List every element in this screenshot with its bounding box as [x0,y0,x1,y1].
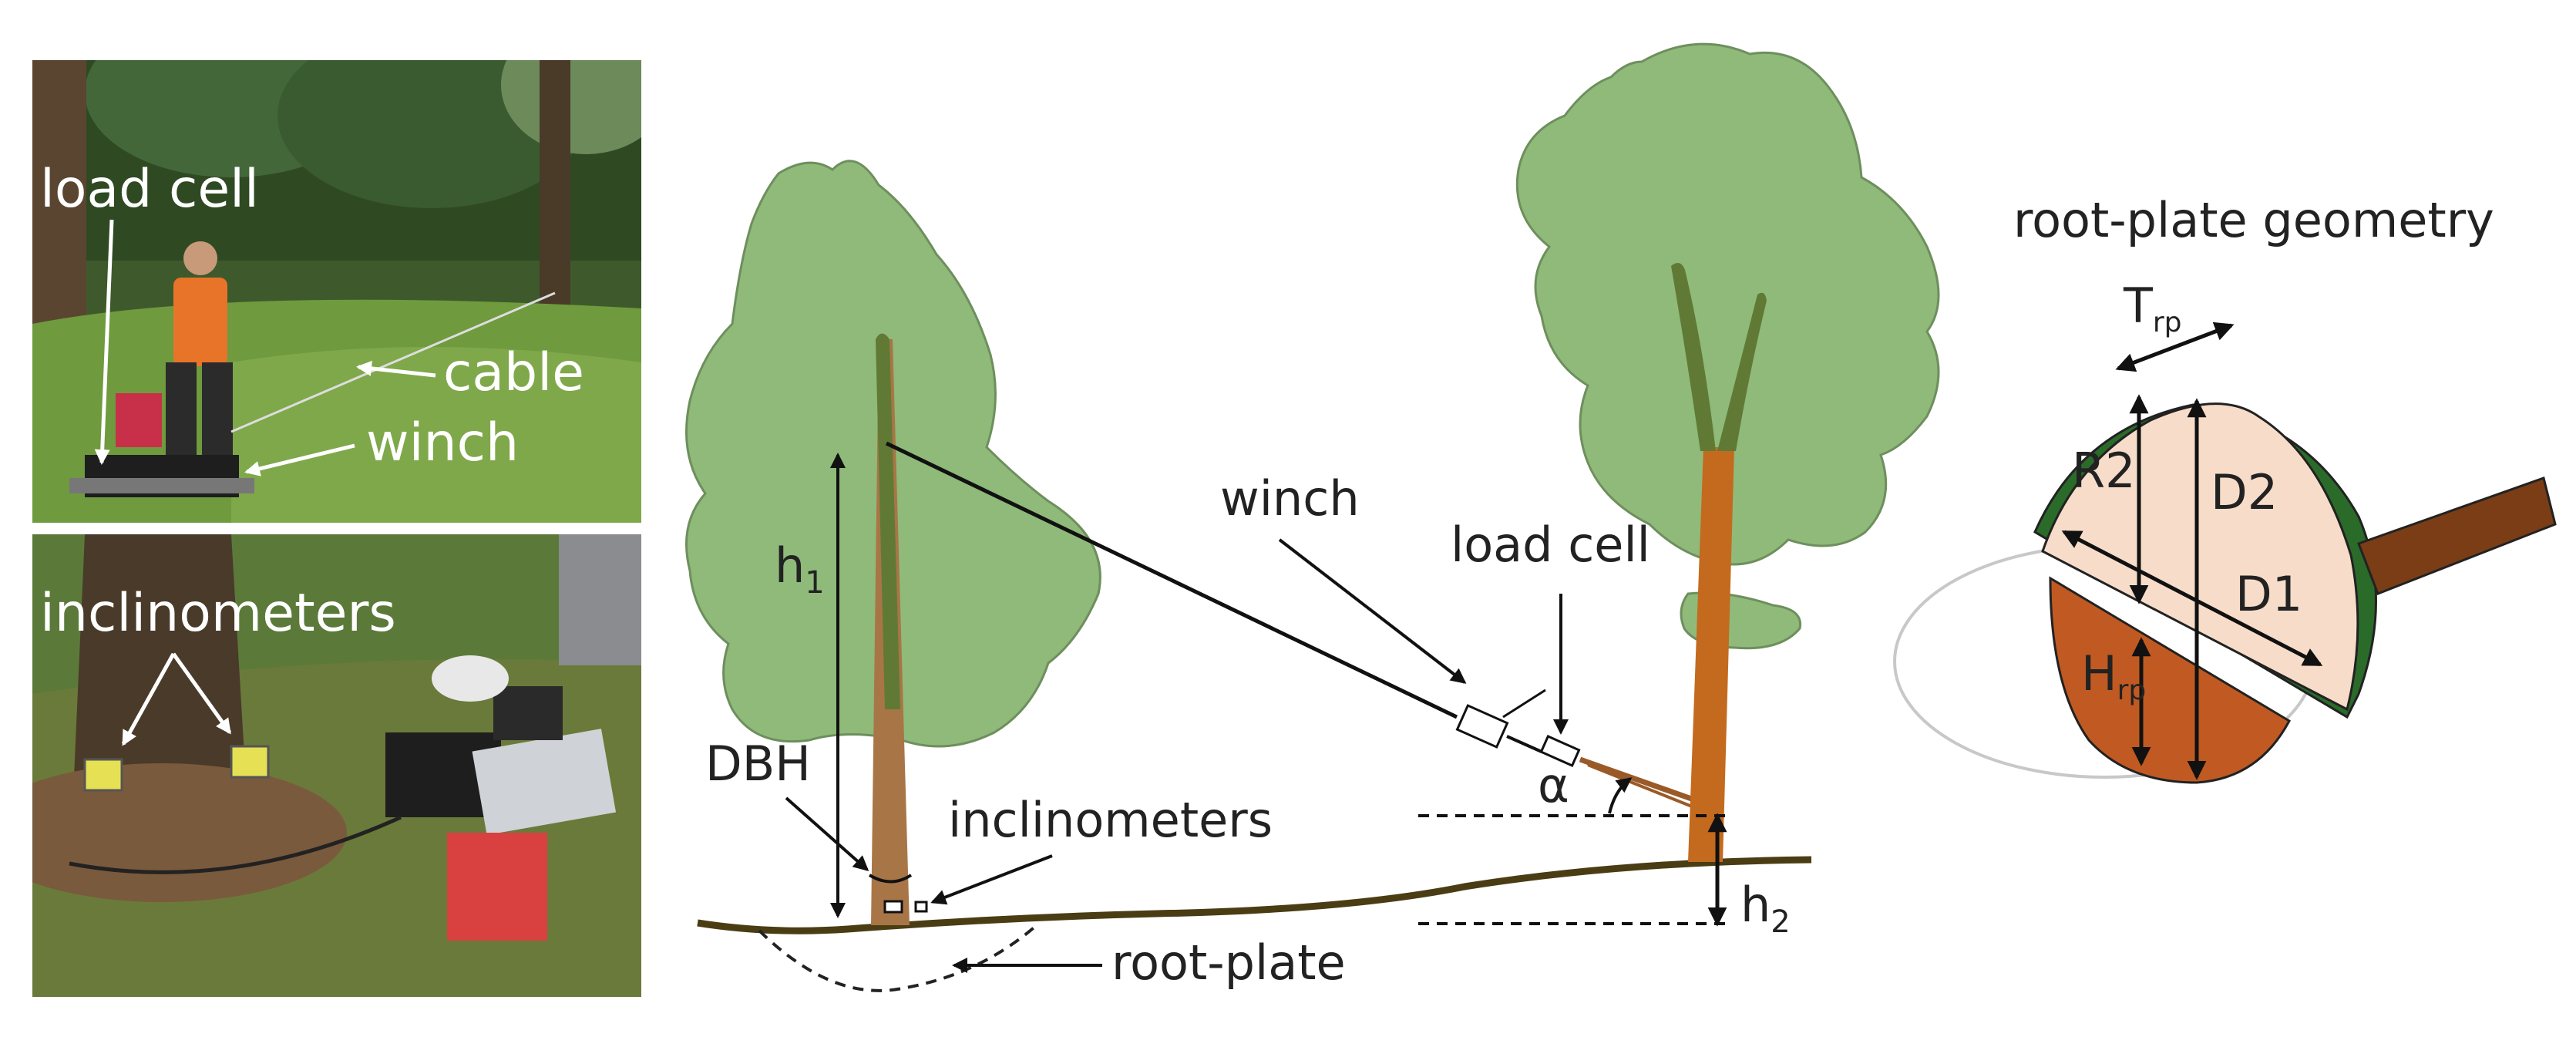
anchor-strap [1579,756,1697,803]
right-tree-trunk [1688,447,1734,862]
h1-label: h1 [775,537,825,601]
photo-label-cable: cable [443,342,584,403]
alpha-angle-arc [1608,777,1633,814]
d2-label: D2 [2211,464,2278,520]
photo-arrow-winch [244,443,355,476]
right-tree-crown [1515,42,1940,566]
field-photo-inclinometers: inclinometers [32,534,641,997]
hrp-label: Hrp [2081,645,2146,706]
alpha-label: α [1538,757,1569,813]
photo-arrow-inclinometer-right [171,652,232,735]
winch-handle [1502,689,1546,719]
d1-arrow [2061,530,2323,667]
dbh-ring [868,874,913,884]
h2-label: h2 [1740,877,1791,940]
root-plate-geometry-panel: root-plate geometry Trp R2 D2 D1 Hrp [1893,192,2557,784]
winch-arrow [1278,538,1467,684]
right-tree-fork-left [1671,263,1716,451]
load-cell-device [1539,735,1581,767]
inclinometer-sensor [883,900,903,914]
winch-device [1455,704,1509,749]
d1-label: D1 [2235,566,2302,622]
dbh-arrow [785,796,869,871]
root-plate-label: root-plate [1111,934,1346,991]
dbh-label: DBH [705,736,811,792]
photo-label-winch: winch [366,412,519,473]
cable-segment [1506,735,1542,753]
photo-arrow-inclinometer-left [121,652,176,746]
trp-arrow [2115,322,2235,372]
winch-label: winch [1220,470,1360,527]
right-tree-fork-right [1717,292,1767,451]
field-photo-winch: load cell cable winch [32,60,641,523]
photo-arrow-load-cell [94,219,114,465]
anchor-strap-2 [1587,763,1697,810]
inclinometers-label: inclinometers [948,792,1273,848]
root-plate-stem [2357,476,2557,595]
pulling-test-diagram: h1 h2 α DBH inclinometers root-pl [685,42,1940,992]
load-cell-label: load cell [1451,517,1650,573]
left-tree-stem-inner [876,333,900,709]
inclinometers-arrow [930,854,1053,905]
pulling-cable [885,441,1458,719]
inclinometer-sensor-2 [914,901,928,913]
photo-label-inclinometers: inclinometers [40,583,396,644]
root-plate-outline [758,924,1038,992]
photo-label-load-cell: load cell [40,159,259,220]
ground-line [697,856,1812,934]
root-plate-geometry-title: root-plate geometry [2013,192,2494,248]
photo-arrow-cable [356,360,436,378]
trp-label: Trp [2123,278,2182,338]
r2-label: R2 [2072,443,2136,499]
